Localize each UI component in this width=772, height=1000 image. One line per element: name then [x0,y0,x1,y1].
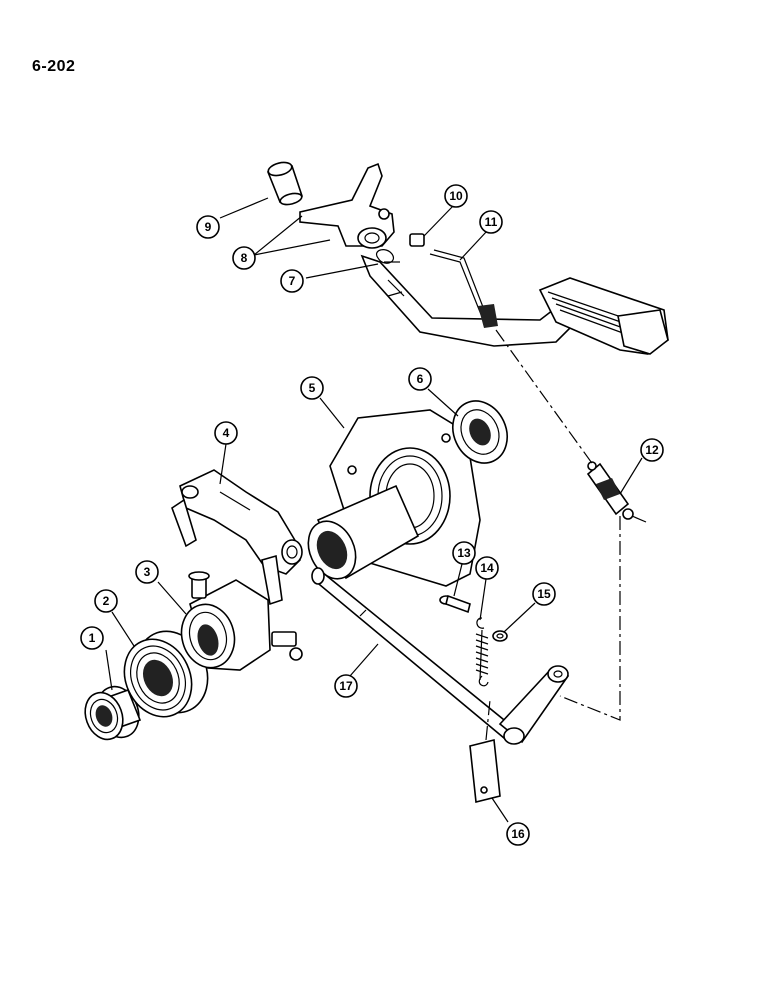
callout-9: 9 [196,215,220,239]
svg-text:9: 9 [205,220,212,234]
callout-2: 2 [94,589,118,613]
pedal-pad [538,277,669,355]
svg-text:13: 13 [457,546,471,560]
callout-1: 1 [80,626,104,650]
callout-10: 10 [444,184,468,208]
svg-text:11: 11 [485,215,498,229]
part-6-seal [452,400,508,464]
callout-14: 14 [475,556,499,580]
callout-6: 6 [408,367,432,391]
svg-text:6: 6 [417,372,424,386]
callout-7: 7 [280,269,304,293]
part-12-clevis [586,461,647,523]
callout-4: 4 [214,421,238,445]
svg-text:1: 1 [89,631,96,645]
part-4-release-fork [171,469,303,606]
svg-text:8: 8 [241,251,248,265]
svg-text:2: 2 [103,594,110,608]
callout-5: 5 [300,376,324,400]
leader-lines [105,197,643,823]
svg-text:15: 15 [537,587,551,601]
shaft-lever-arm [498,665,570,745]
callout-15: 15 [532,582,556,606]
svg-text:5: 5 [309,381,316,395]
svg-text:3: 3 [144,565,151,579]
callout-16: 16 [506,822,530,846]
part-8-pedal-lever [299,162,581,347]
svg-text:4: 4 [223,426,230,440]
part-5-retainer-housing [307,409,481,587]
callout-8: 8 [232,246,256,270]
part-15-washer [492,630,508,642]
svg-text:17: 17 [339,679,353,693]
centerline-rod-to-clevis [495,329,595,467]
callout-3: 3 [135,560,159,584]
svg-text:14: 14 [480,561,494,575]
centerline-clevis-to-lever [559,516,621,721]
svg-text:7: 7 [289,274,296,288]
svg-text:16: 16 [511,827,525,841]
part-9-bushing [266,161,304,206]
part-14-spring [475,617,489,687]
callout-13: 13 [452,541,476,565]
svg-text:10: 10 [449,189,463,203]
callout-11: 11 [479,210,503,234]
part-10-nut [409,233,425,247]
part-7-clip [376,249,400,264]
part-13-pin [439,594,471,614]
centerline-plate [485,699,491,741]
part-16-plate [469,739,501,803]
callout-17: 17 [334,674,358,698]
part-11-rod [429,249,498,328]
callout-12: 12 [640,438,664,462]
part-3-release-carrier [180,571,303,671]
part-1-bearing [84,685,142,741]
page-number-label: 6-202 [32,58,76,75]
svg-text:12: 12 [645,443,659,457]
